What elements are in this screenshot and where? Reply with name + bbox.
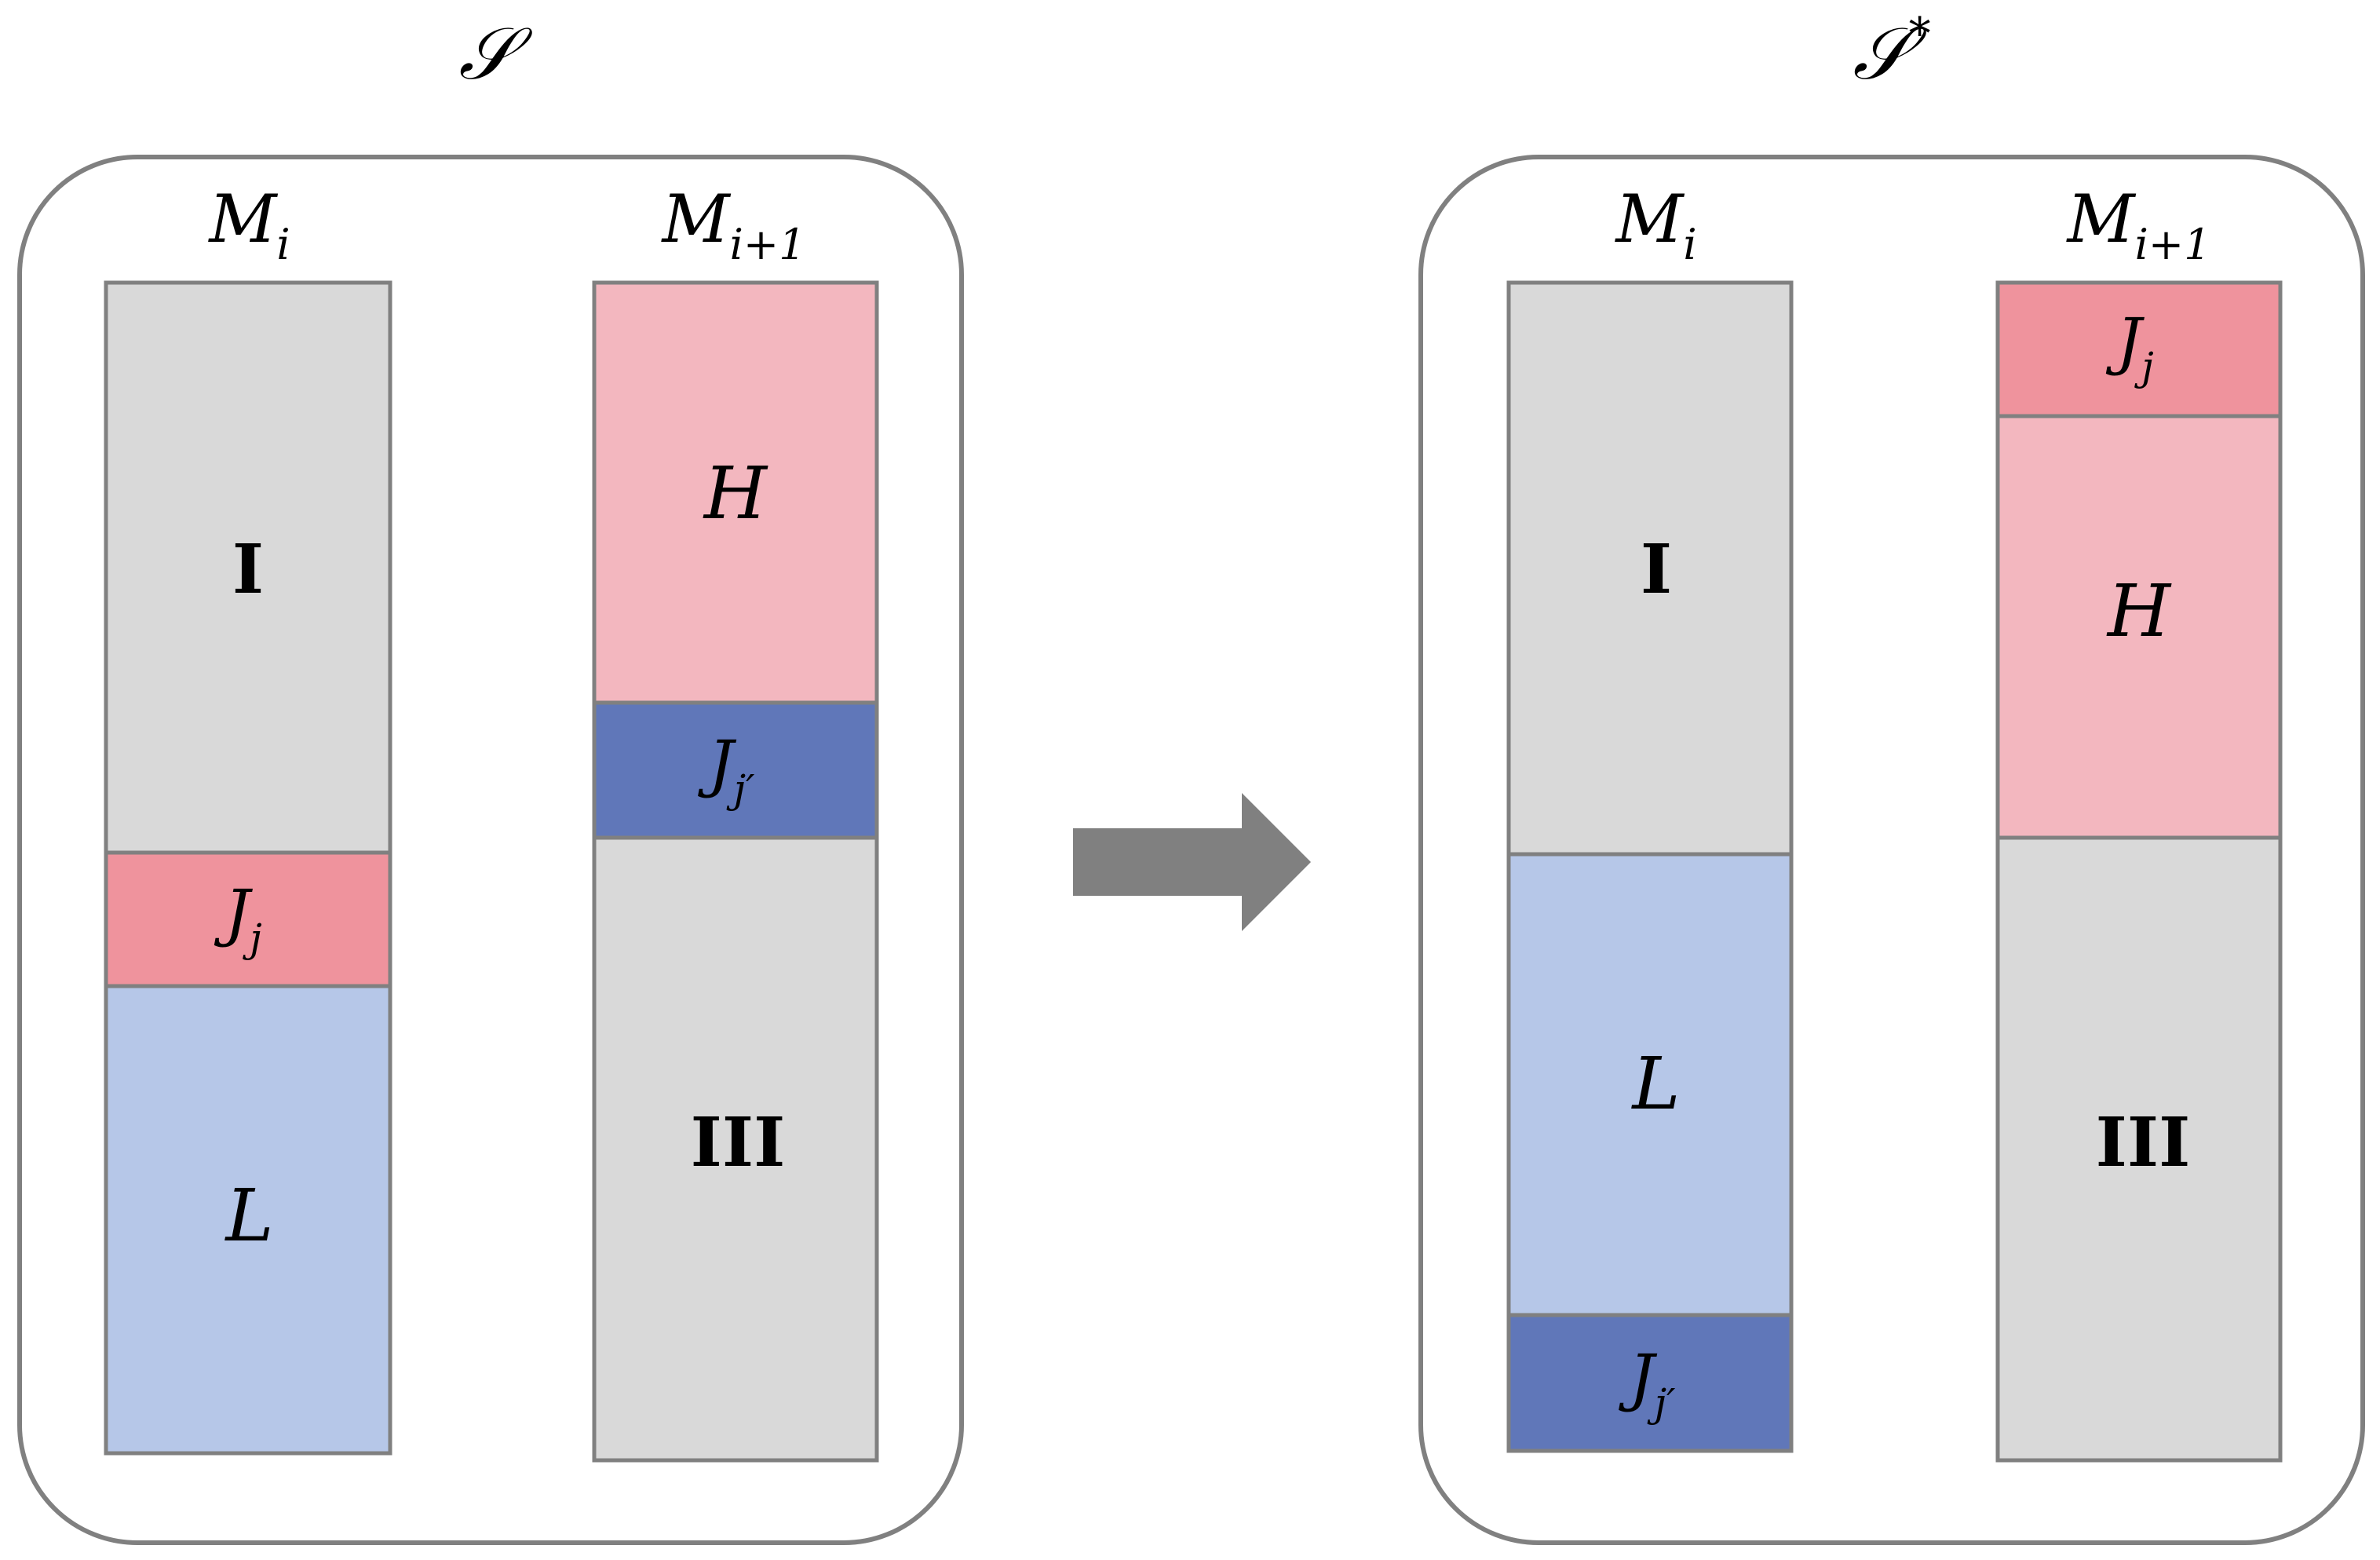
job-block-jj [1995, 280, 2283, 418]
panel-original-schedule: 𝒮 Mi I Jj L Mi+1 H Jj′ [17, 12, 964, 1545]
block-label: H [2106, 569, 2172, 653]
block-label: III [2096, 1103, 2191, 1182]
panel-modified-schedule: 𝒮* Mi I L Jj′ Mi+1 Jj [1418, 9, 2365, 1545]
panel-title: 𝒮* [1853, 9, 1930, 96]
job-block-iii [592, 835, 879, 1463]
machine-column: Mi I Jj L [104, 181, 392, 1456]
block-label: L [224, 1174, 273, 1258]
machine-label: Mi [1614, 181, 1696, 269]
block-label: III [691, 1103, 786, 1182]
machine-column: Mi+1 H Jj′ III [592, 181, 879, 1463]
job-block-i [104, 280, 392, 855]
job-block-l [104, 984, 392, 1456]
transform-arrow [1073, 793, 1311, 931]
machine-column: Mi I L Jj′ [1506, 181, 1794, 1453]
job-block-jj-prime [1506, 1313, 1794, 1453]
block-label: L [1630, 1042, 1680, 1126]
panel-border [1418, 155, 2365, 1545]
panel-title: 𝒮 [458, 12, 532, 96]
block-label: H [703, 451, 768, 535]
block-label: I [232, 530, 264, 609]
machine-column: Mi+1 Jj H III [1995, 181, 2283, 1463]
job-block-l [1506, 852, 1794, 1317]
panel-border [17, 155, 964, 1545]
block-label: I [1641, 530, 1672, 609]
job-block-h [1995, 414, 2283, 840]
machine-label: Mi+1 [661, 181, 806, 269]
job-block-jj [104, 850, 392, 988]
job-block-iii [1995, 835, 2283, 1463]
machine-label: Mi+1 [2066, 181, 2211, 269]
machine-label: Mi [207, 181, 290, 269]
